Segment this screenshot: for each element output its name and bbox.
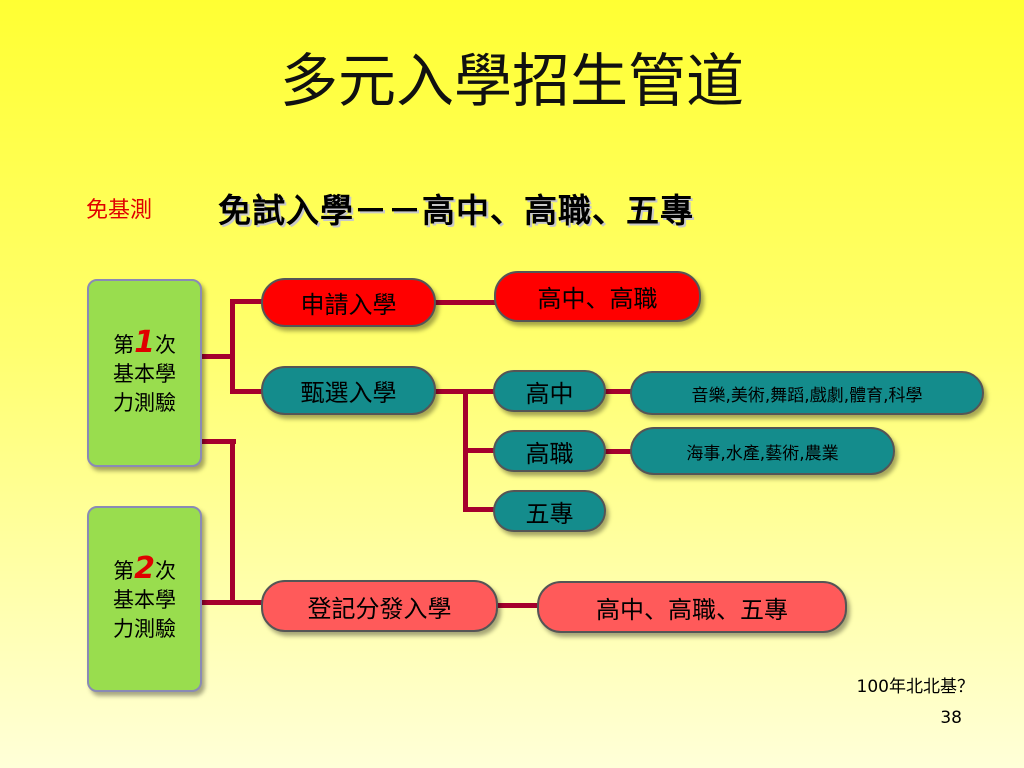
connector-line <box>497 603 539 608</box>
selection-admission-pill: 甄選入學 <box>261 366 436 415</box>
connector-line <box>463 389 495 394</box>
test-number: 1 <box>134 325 155 360</box>
test-prefix: 第 <box>113 559 135 583</box>
slide-title: 多元入學招生管道 <box>279 47 744 115</box>
test-number: 2 <box>134 551 155 586</box>
subtitle: 免試入學－－高中、高職、五專 <box>218 191 694 230</box>
registration-admission-pill: 登記分發入學 <box>261 580 498 632</box>
connector-line <box>230 389 263 394</box>
second-test-box: 第2次 基本學 力測驗 <box>87 506 202 692</box>
test-suffix: 次 <box>154 333 176 357</box>
connector-line <box>200 439 236 444</box>
senior-high-fields-pill: 音樂,美術,舞蹈,戲劇,體育,科學 <box>630 371 984 415</box>
test-prefix: 第 <box>113 333 135 357</box>
apply-admission-pill: 申請入學 <box>261 278 436 327</box>
connector-line <box>200 600 263 605</box>
connector-line <box>605 449 632 454</box>
connector-line <box>463 507 495 512</box>
connector-line <box>230 439 235 604</box>
test-suffix: 次 <box>154 559 176 583</box>
registration-target-pill: 高中、高職、五專 <box>537 581 847 633</box>
test-line: 力測驗 <box>113 617 176 641</box>
connector-line <box>434 300 498 305</box>
test-line: 力測驗 <box>113 391 176 415</box>
vocational-fields-pill: 海事,水產,藝術,農業 <box>630 427 895 475</box>
connector-line <box>230 299 263 304</box>
side-tag: 免基測 <box>86 198 153 223</box>
vocational-pill: 高職 <box>493 430 606 472</box>
page-number: 38 <box>940 708 962 728</box>
footer-note: 100年北北基？ <box>856 677 974 697</box>
connector-line <box>434 389 466 394</box>
connector-line <box>463 448 495 453</box>
senior-high-pill: 高中 <box>493 370 606 412</box>
test-line: 基本學 <box>113 362 176 386</box>
test-line: 基本學 <box>113 588 176 612</box>
connector-line <box>200 354 233 359</box>
apply-target-pill: 高中、高職 <box>494 271 701 322</box>
first-test-box: 第1次 基本學 力測驗 <box>87 279 202 467</box>
junior-college-pill: 五專 <box>493 490 606 532</box>
connector-line <box>230 299 235 393</box>
connector-line <box>605 389 632 394</box>
